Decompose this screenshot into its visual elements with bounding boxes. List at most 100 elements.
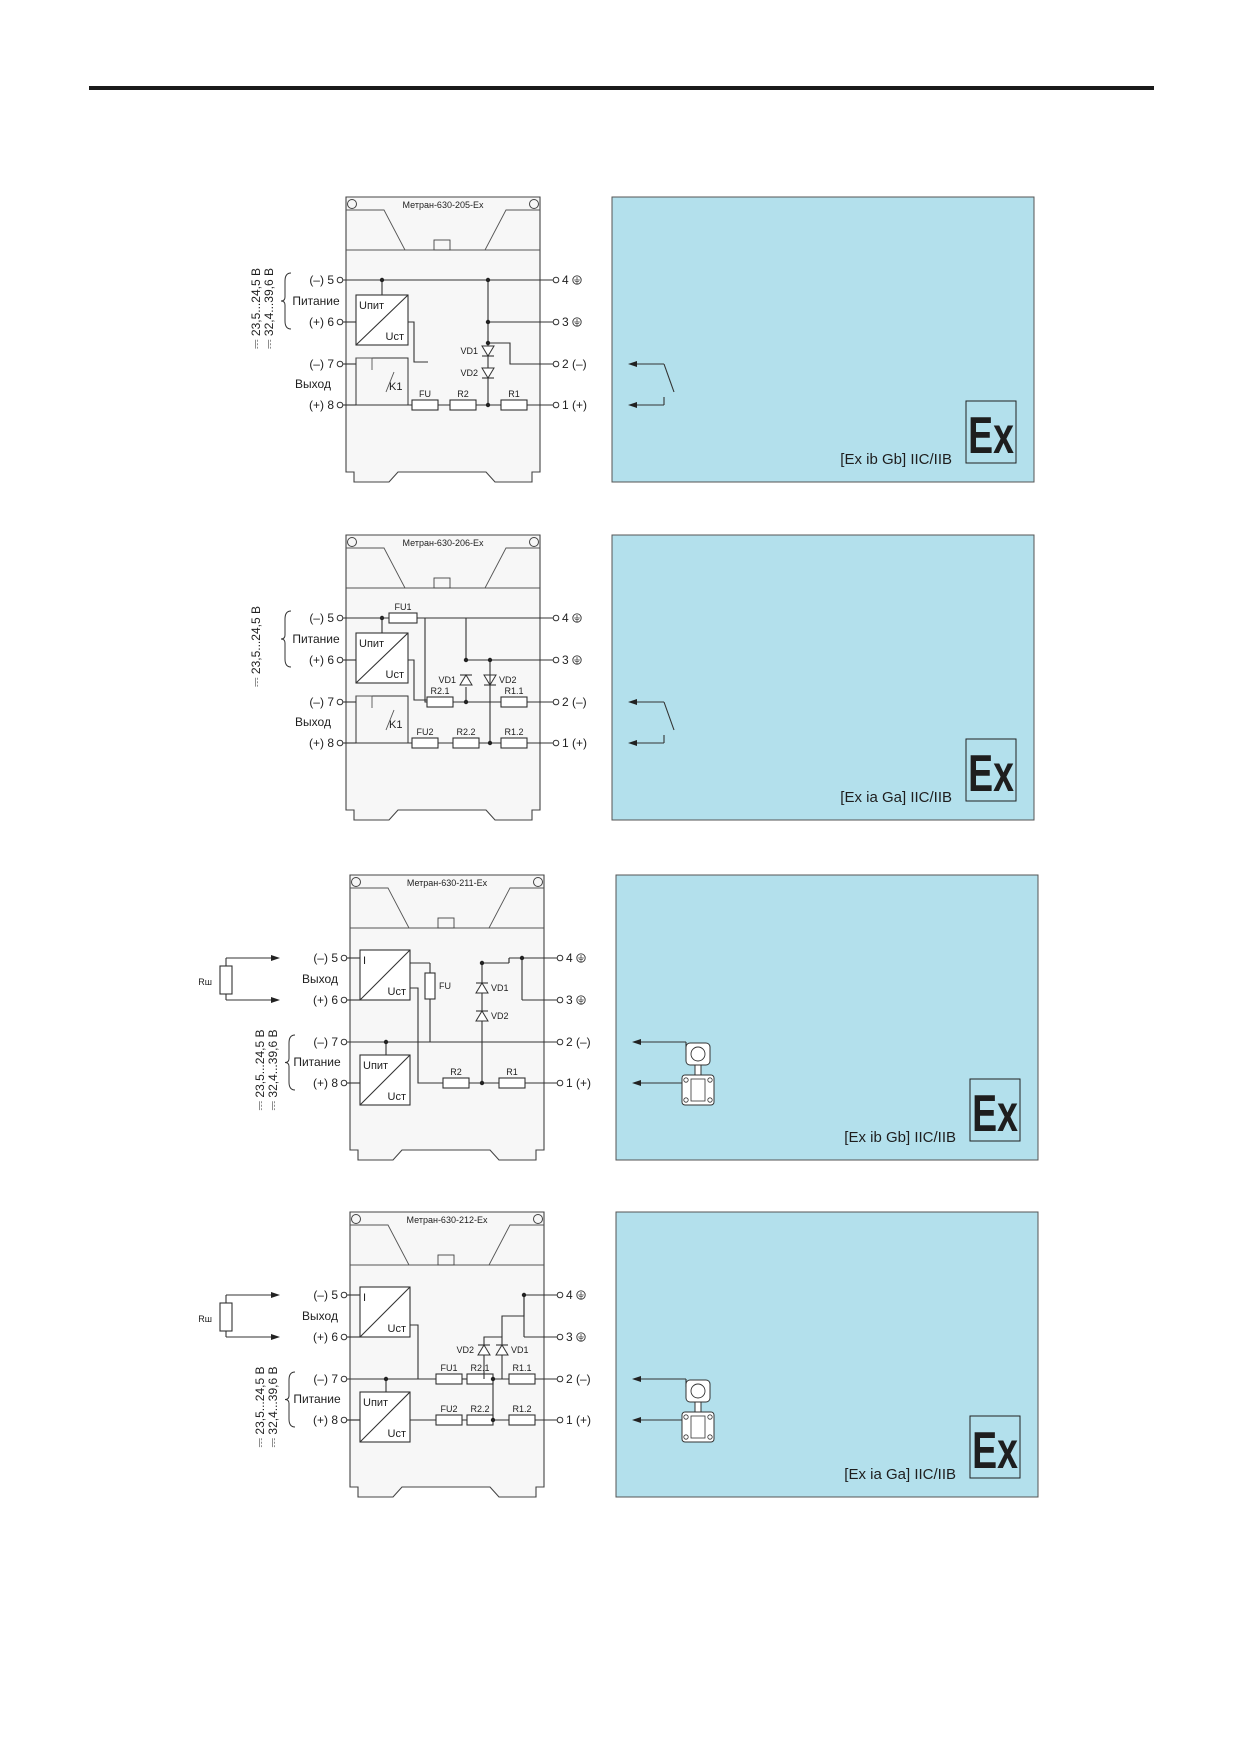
ex-marking-frame (969, 1078, 1021, 1142)
converter-diagonal (359, 949, 411, 1001)
signal-arrow-head (628, 402, 637, 408)
supply-voltage-label: ⎓ 23,5...24,5 В (253, 1030, 267, 1111)
diode (481, 345, 495, 357)
relay-frame (355, 695, 409, 744)
component-label: FU (419, 389, 431, 399)
ex-marking-frame (965, 400, 1017, 464)
left-terminal-label: (–) 5 (313, 1288, 338, 1302)
left-terminal-label: (+) 6 (309, 653, 334, 667)
block-label-top: Uпит (363, 1060, 388, 1072)
left-terminal-label: (+) 6 (309, 315, 334, 329)
signal-arrow-head (271, 1334, 280, 1340)
wire (410, 987, 445, 1084)
left-terminal-label: (–) 7 (309, 695, 334, 709)
group-label-top: Питание (292, 632, 340, 646)
terminal-circle (340, 1375, 348, 1383)
component-label: FU1 (440, 1363, 457, 1373)
terminal-circle (552, 614, 560, 622)
transmitter-bolt (683, 1097, 689, 1103)
junction-dot (383, 1376, 389, 1382)
ground-icon (572, 317, 582, 327)
block-label-bottom: Uст (388, 1091, 406, 1103)
supply-brace (280, 272, 292, 330)
ground-icon (572, 613, 582, 623)
diode (475, 982, 489, 994)
resistor (452, 737, 480, 749)
shunt-label: Rш (198, 977, 212, 987)
terminal-circle (340, 1291, 348, 1299)
transmitter-sensor (681, 1411, 715, 1443)
resistor (411, 399, 439, 411)
component-label: VD1 (511, 1345, 529, 1355)
housing-contour (350, 1224, 410, 1266)
junction-dot (463, 657, 469, 663)
component-label: FU2 (416, 727, 433, 737)
terminal-circle (552, 401, 560, 409)
converter-diagonal (355, 632, 409, 684)
left-terminal-label: (–) 7 (313, 1035, 338, 1049)
junction-dot (383, 1039, 389, 1045)
left-terminal-label: (+) 6 (313, 993, 338, 1007)
terminal-circle (336, 656, 344, 664)
terminal-circle (340, 954, 348, 962)
transmitter-bolt (683, 1434, 689, 1440)
relay-contact (356, 357, 373, 370)
shunt-label: Rш (198, 1314, 212, 1324)
signal-arrow-head (271, 1292, 280, 1298)
signal-arrow-head (632, 1376, 641, 1382)
component-label: VD2 (499, 675, 517, 685)
terminal-circle (340, 1416, 348, 1424)
transmitter-head (685, 1042, 711, 1066)
component-label: FU1 (394, 602, 411, 612)
left-terminal-label: (–) 7 (313, 1372, 338, 1386)
converter-diagonal (359, 1391, 411, 1443)
supply-brace (284, 1371, 296, 1428)
component-label: R2.2 (456, 727, 475, 737)
block-label-bottom: Uст (388, 986, 406, 998)
fuse (424, 972, 436, 1000)
terminal-circle (556, 996, 564, 1004)
terminal-circle (336, 360, 344, 368)
transmitter-neck (694, 1401, 702, 1413)
ground-icon (576, 1332, 586, 1342)
housing-latch (437, 917, 455, 929)
ground-icon (576, 953, 586, 963)
group-label-bottom: Выход (295, 715, 331, 729)
wire (410, 1324, 440, 1380)
terminal-circle (340, 996, 348, 1004)
field-switch-contact (663, 701, 675, 731)
terminal-circle (556, 1291, 564, 1299)
relay-label: K1 (389, 719, 402, 731)
left-terminal-label: (+) 6 (313, 1330, 338, 1344)
component-label: R1.1 (504, 686, 523, 696)
wire (408, 321, 428, 363)
ground-icon (576, 1290, 586, 1300)
ex-symbol: Ex (968, 744, 1014, 803)
resistor (498, 1077, 526, 1089)
hazardous-area-box (611, 196, 1035, 483)
transmitter-bolt (707, 1414, 713, 1420)
shunt-resistor (219, 1302, 233, 1332)
signal-arrow-head (271, 997, 280, 1003)
component-label: R2.1 (470, 1363, 489, 1373)
transmitter-sensor-body (690, 1078, 706, 1102)
diode (475, 1010, 489, 1022)
block-label-bottom: Uст (386, 331, 404, 343)
housing-contour (488, 887, 544, 929)
mounting-hole (533, 877, 543, 887)
resistor (508, 1414, 536, 1426)
supply-brace (280, 610, 292, 668)
supply-voltage-label: ⎓ 23,5...24,5 В (253, 1367, 267, 1448)
ex-protection-marking: [Ex ib Gb] IIC/IIB (844, 1129, 956, 1146)
left-terminal-label: (–) 5 (309, 611, 334, 625)
resistor (435, 1373, 463, 1385)
block-label-top: I (363, 955, 366, 967)
terminal-circle (336, 698, 344, 706)
component-label: FU2 (440, 1404, 457, 1414)
group-label-bottom: Питание (293, 1055, 341, 1069)
right-terminal-label: 4 (566, 951, 573, 965)
block-label-top: Uпит (363, 1397, 388, 1409)
supply-voltage-label: ⎓ 23,5...24,5 В (249, 606, 263, 687)
